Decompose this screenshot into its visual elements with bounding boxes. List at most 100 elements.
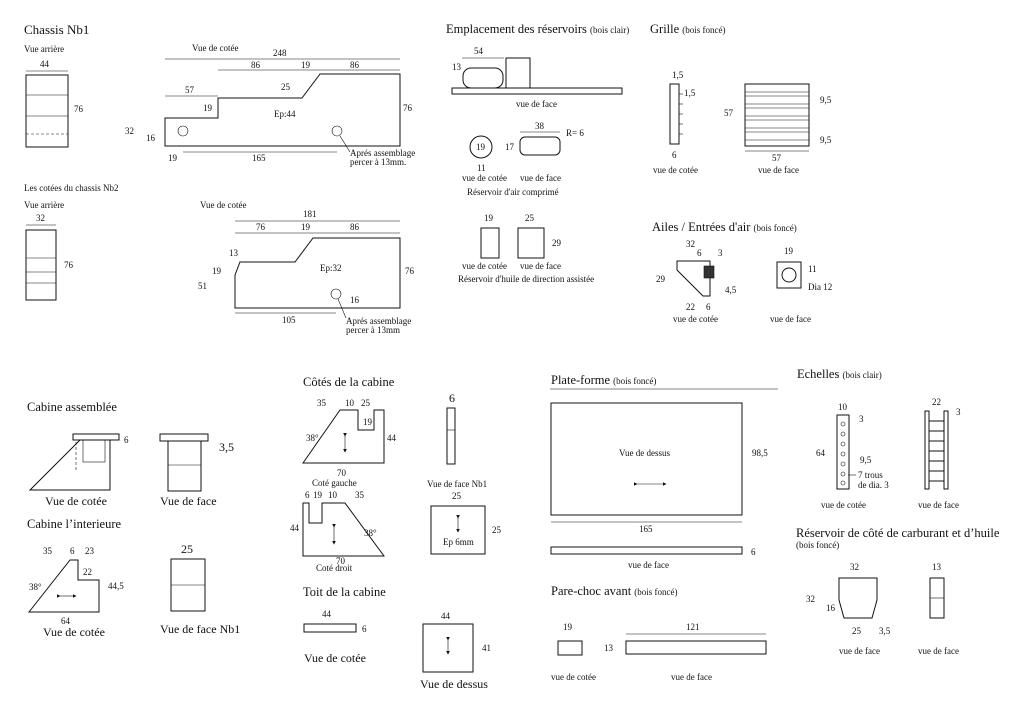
roof-side-view	[303, 623, 357, 633]
grille-face-label: vue de face	[758, 165, 799, 175]
reservoirs-dim-54: 54	[474, 46, 484, 56]
chassis1-dim-76: 76	[403, 103, 413, 113]
air-tank-dim-38: 38	[535, 121, 545, 131]
air-tank-dim-17: 17	[505, 142, 515, 152]
cabin-side-thickness	[446, 407, 456, 465]
parechoc-dim-13: 13	[604, 643, 614, 653]
air-tank-radius: R= 6	[566, 128, 584, 138]
plateforme-title: Plate-forme (bois foncé)	[551, 373, 656, 387]
fuel-tank-face-view	[838, 577, 878, 619]
toit-dim-6: 6	[362, 624, 367, 634]
chassis-nb1-section: Chassis Nb1 Vue arrière 44 76 Vue de cot…	[24, 22, 415, 167]
chassis1-dim-248: 248	[273, 48, 287, 58]
ailes-title: Ailes / Entrées d'air (bois foncé)	[652, 220, 797, 234]
chassis1-rear-view	[25, 74, 69, 148]
cabine-int-dim-35: 35	[43, 546, 53, 556]
ailes-dim-6b: 6	[706, 302, 711, 312]
parechoc-face-label: vue de face	[671, 672, 712, 682]
chassis2-dim-19b: 19	[212, 266, 222, 276]
ailes-side-label: vue de cotée	[673, 314, 718, 324]
chassis2-side-view	[234, 237, 401, 309]
bumper-face-view	[625, 640, 767, 655]
cabine-int-dim-64: 64	[61, 616, 71, 626]
echelles-title: Echelles (bois clair)	[797, 367, 882, 381]
chassis2-dim-16: 16	[350, 295, 360, 305]
cabine-assemblee-section: Cabine assemblée 6 Vue de cotée 3,5 Vue …	[27, 400, 234, 508]
toit-top-label: Vue de dessus	[420, 677, 488, 691]
cotes-dim-25: 25	[361, 398, 371, 408]
reservoir-cote-title: Réservoir de côté de carburant et d’huil…	[796, 526, 1000, 540]
oil-tank-side	[480, 227, 500, 259]
chassis1-dim-165: 165	[252, 153, 266, 163]
cotes-ep: Ep 6mm	[443, 537, 474, 547]
reservoirs-dim-13: 13	[452, 62, 462, 72]
air-tank-face-label: vue de face	[520, 173, 561, 183]
reservoir-air-side	[462, 67, 504, 89]
plateforme-section: Plate-forme (bois foncé) Vue de dessus 9…	[550, 373, 778, 570]
grille-dim-15b: 1,5	[684, 88, 696, 98]
cotes-dim-70b: 70	[336, 556, 346, 566]
grille-dim-6: 6	[672, 150, 677, 160]
chassis1-dim-19c: 19	[168, 153, 178, 163]
cotes-right-label: Coté droit	[316, 563, 353, 573]
chassis2-rear-width: 32	[36, 213, 45, 223]
cotes-face-label: Vue de face Nb1	[427, 479, 487, 489]
cabine-face-label: Vue de face	[160, 494, 217, 508]
cabine-int-face-label: Vue de face Nb1	[160, 622, 240, 636]
cabine-title: Cabine assemblée	[27, 400, 117, 414]
wing-face-view	[776, 261, 802, 289]
chassis1-title: Chassis Nb1	[24, 22, 89, 37]
reservoir-cote-dim-13: 13	[932, 562, 942, 572]
air-tank-dim-11: 11	[477, 163, 486, 173]
echelles-side-label: vue de cotée	[821, 500, 866, 510]
chassis2-dim-76a: 76	[256, 222, 266, 232]
air-tank-dim-19: 19	[476, 142, 486, 152]
cotes-dim-44b: 44	[290, 523, 300, 533]
cotes-dim-25b: 25	[492, 525, 502, 535]
air-intake	[703, 265, 715, 279]
chassis2-dim-181: 181	[303, 209, 317, 219]
plateforme-top-label: Vue de dessus	[619, 448, 670, 458]
toit-title: Toit de la cabine	[303, 585, 386, 599]
echelles-holes1: 7 trous	[858, 470, 883, 480]
platform-top-view	[550, 402, 743, 516]
grille-dim-15a: 1,5	[672, 70, 684, 80]
toit-dim-41: 41	[482, 643, 491, 653]
parechoc-section: Pare-choc avant (bois foncé) 19 vue de c…	[551, 584, 767, 682]
chassis1-dim-25: 25	[281, 82, 291, 92]
echelles-dim-64: 64	[816, 448, 826, 458]
chassis2-thickness: Ep:32	[320, 263, 342, 273]
grille-title: Grille (bois foncé)	[650, 22, 726, 36]
chassis2-note1: Aprés assemblage	[346, 316, 411, 326]
chassis1-thickness: Ep:44	[274, 109, 296, 119]
echelles-dim-3b: 3	[956, 407, 961, 417]
cabine-int-dim-445: 44,5	[108, 581, 124, 591]
ailes-dim-29: 29	[656, 274, 666, 284]
chassis2-dim-13: 13	[229, 248, 239, 258]
reservoir-cote-dim-25: 25	[852, 626, 862, 636]
chassis2-side-label: Vue de cotée	[200, 200, 246, 210]
grille-section: Grille (bois foncé) 1,5 1,5 6 vue de cot…	[650, 22, 832, 175]
cabine-int-dim-25: 25	[181, 542, 193, 556]
grille-side-label: vue de cotée	[653, 165, 698, 175]
toit-side-label: Vue de cotée	[304, 651, 366, 665]
cotes-dim-25a: 25	[452, 491, 462, 501]
reservoir-cote-section: Réservoir de côté de carburant et d’huil…	[796, 526, 1000, 656]
parechoc-side-label: vue de cotée	[551, 672, 596, 682]
oil-tank-caption: Réservoir d'huile de direction assistée	[458, 274, 594, 284]
chassis2-dim-86: 86	[350, 222, 360, 232]
cabin-side-view	[28, 439, 111, 491]
reservoir-cote-subtitle: (bois foncé)	[796, 540, 839, 550]
cabin-face-roof	[159, 433, 209, 442]
echelles-section: Echelles (bois clair) 10 3 64 9,5 7 trou…	[797, 367, 961, 510]
cotes-dim-10b: 10	[328, 490, 338, 500]
cotes-dim-10: 10	[345, 398, 355, 408]
ailes-dia: Dia 12	[808, 282, 832, 292]
cabine-int-dim-22: 22	[83, 567, 92, 577]
grille-dim-95b: 9,5	[820, 135, 832, 145]
reservoirs-face-label: vue de face	[516, 99, 557, 109]
reservoir-cote-dim-32: 32	[850, 562, 859, 572]
reservoirs-base	[451, 87, 623, 95]
cabin-face-view	[167, 440, 202, 492]
